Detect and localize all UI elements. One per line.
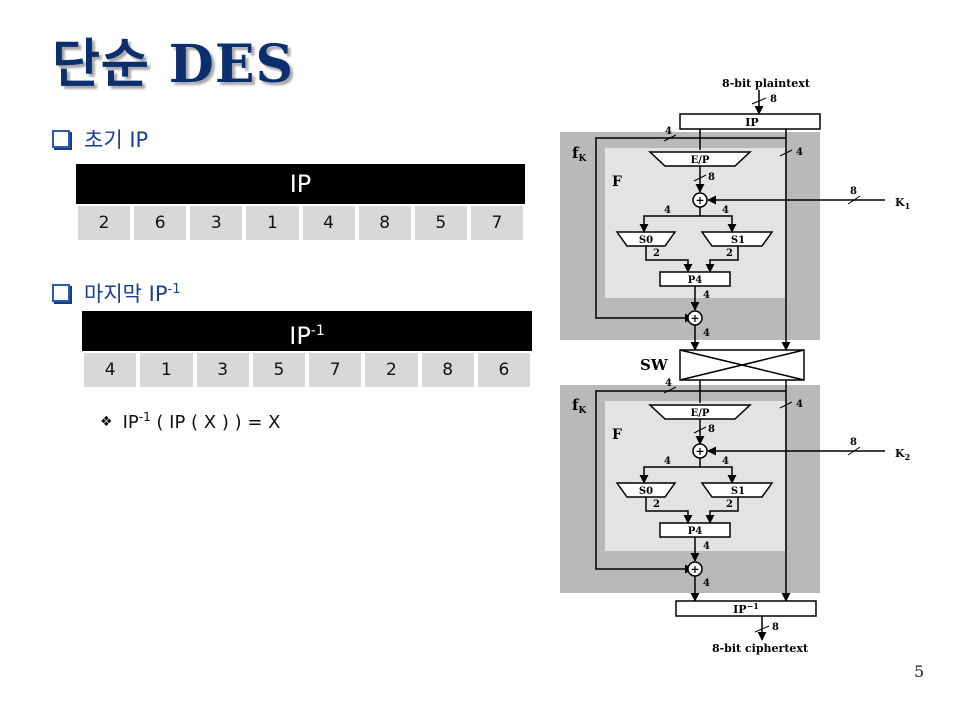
svg-text:S0: S0 xyxy=(639,486,653,497)
svg-text:E/P: E/P xyxy=(691,408,710,419)
svg-text:S1: S1 xyxy=(731,486,745,497)
svg-text:4: 4 xyxy=(796,147,803,158)
ip-table: IP 2 6 3 1 4 8 5 7 xyxy=(76,164,525,242)
svg-text:4: 4 xyxy=(664,456,671,467)
ip-box xyxy=(679,113,821,130)
svg-text:8: 8 xyxy=(850,186,857,197)
svg-text:+: + xyxy=(690,312,699,325)
svg-text:+: + xyxy=(695,445,704,458)
bullet-label: 마지막 IP-1 xyxy=(84,282,181,306)
table-cell: 6 xyxy=(475,351,532,389)
svg-text:2: 2 xyxy=(653,248,660,259)
ipinv-table-header: IP-1 xyxy=(82,311,532,351)
fk2-label: fK xyxy=(572,396,587,416)
svg-text:8: 8 xyxy=(708,424,715,435)
diamond-bullet-icon: ❖ xyxy=(100,413,113,430)
bitwidth-label: 8 xyxy=(770,94,777,105)
svg-text:+: + xyxy=(695,194,704,207)
fk1-label: fK xyxy=(572,144,587,164)
checkbox-bullet-icon xyxy=(52,130,70,148)
svg-text:S1: S1 xyxy=(731,235,745,246)
s1-box xyxy=(700,482,774,498)
sw-label: SW xyxy=(640,356,669,374)
s0-box xyxy=(615,482,677,498)
table-cell: 3 xyxy=(188,204,245,242)
bullet-final-ip: 마지막 IP-1 xyxy=(52,278,180,308)
table-cell: 4 xyxy=(300,204,357,242)
svg-text:8: 8 xyxy=(772,622,779,633)
ipinv-box xyxy=(675,600,817,617)
svg-text:4: 4 xyxy=(703,541,710,552)
svg-text:S0: S0 xyxy=(639,235,653,246)
identity-text: IP-1 ( IP ( X ) ) = X xyxy=(122,410,281,433)
table-cell: 2 xyxy=(363,351,420,389)
f1-label: F xyxy=(612,174,622,190)
table-cell: 5 xyxy=(412,204,469,242)
svg-text:4: 4 xyxy=(665,126,672,137)
table-cell: 3 xyxy=(194,351,251,389)
svg-text:4: 4 xyxy=(722,456,729,467)
svg-text:P4: P4 xyxy=(688,275,703,286)
k2-label: K2 xyxy=(895,447,910,462)
svg-text:2: 2 xyxy=(726,248,733,259)
svg-text:4: 4 xyxy=(703,328,710,339)
ipinv-table-row: 4 1 3 5 7 2 8 6 xyxy=(82,351,532,389)
identity-formula: ❖ IP-1 ( IP ( X ) ) = X xyxy=(100,410,280,433)
svg-text:8: 8 xyxy=(850,437,857,448)
table-cell: 2 xyxy=(76,204,133,242)
page-number: 5 xyxy=(914,662,925,681)
table-cell: 8 xyxy=(419,351,476,389)
svg-text:4: 4 xyxy=(722,205,729,216)
svg-text:+: + xyxy=(690,563,699,576)
table-cell: 7 xyxy=(307,351,364,389)
ip-table-header: IP xyxy=(76,164,525,204)
svg-text:4: 4 xyxy=(703,290,710,301)
svg-text:P4: P4 xyxy=(688,526,703,537)
ip-table-row: 2 6 3 1 4 8 5 7 xyxy=(76,204,525,242)
table-cell: 1 xyxy=(138,351,195,389)
ep-box xyxy=(648,151,752,167)
svg-text:2: 2 xyxy=(653,499,660,510)
table-cell: 8 xyxy=(356,204,413,242)
table-cell: 7 xyxy=(468,204,525,242)
sdes-diagram: 8-bit plaintext 8 IP fK F 4 4 E/P 8 + 8 … xyxy=(560,77,910,655)
ipinv-table: IP-1 4 1 3 5 7 2 8 6 xyxy=(82,311,532,389)
ep-box xyxy=(648,404,752,420)
table-cell: 5 xyxy=(250,351,307,389)
table-cell: 1 xyxy=(244,204,301,242)
bullet-label: 초기 IP xyxy=(84,128,149,152)
svg-text:4: 4 xyxy=(703,578,710,589)
s1-box xyxy=(700,231,774,247)
checkbox-bullet-icon xyxy=(52,284,70,302)
table-cell: 4 xyxy=(82,351,139,389)
s0-box xyxy=(615,231,677,247)
f2-label: F xyxy=(612,427,622,443)
table-cell: 6 xyxy=(132,204,189,242)
plaintext-label: 8-bit plaintext xyxy=(722,77,811,90)
svg-text:4: 4 xyxy=(664,205,671,216)
svg-text:2: 2 xyxy=(726,499,733,510)
ciphertext-label: 8-bit ciphertext xyxy=(712,642,809,655)
page-title: 단순 DES xyxy=(52,34,295,95)
svg-text:8: 8 xyxy=(708,172,715,183)
ipinv-box-label: IP−1 xyxy=(733,601,759,616)
k1-label: K1 xyxy=(895,196,910,211)
bullet-initial-ip: 초기 IP xyxy=(52,124,148,154)
svg-text:4: 4 xyxy=(665,378,672,389)
svg-text:E/P: E/P xyxy=(691,155,710,166)
ip-box-label: IP xyxy=(745,116,758,129)
svg-text:4: 4 xyxy=(796,399,803,410)
